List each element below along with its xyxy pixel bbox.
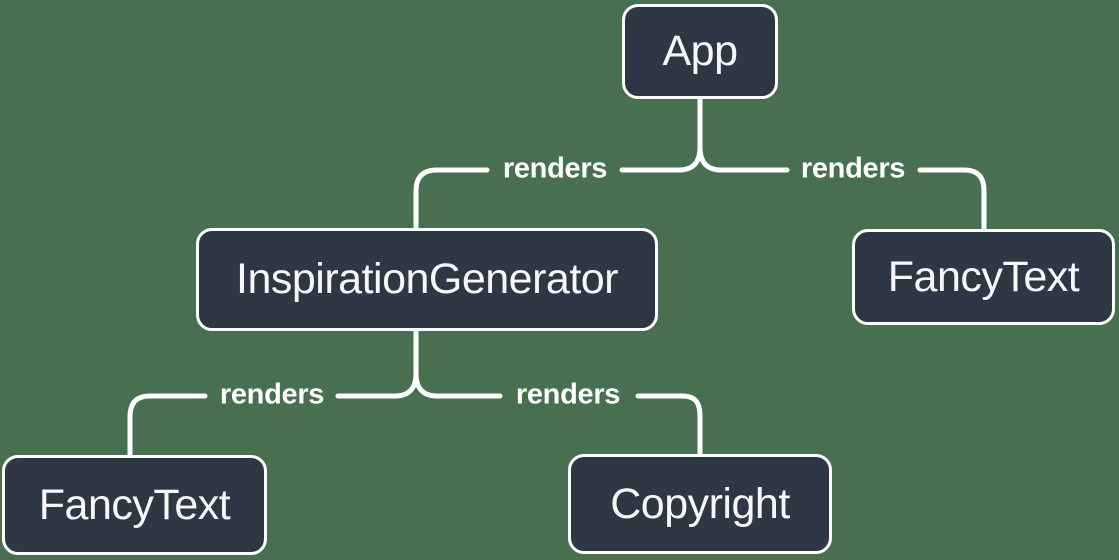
node-copyright: Copyright xyxy=(568,454,832,554)
node-fancytext-right: FancyText xyxy=(852,229,1115,325)
edge-label-inspirationgenerator-copyright: renders xyxy=(515,378,621,411)
node-inspirationgenerator-label: InspirationGenerator xyxy=(236,255,619,303)
node-fancytext-bottom-label: FancyText xyxy=(38,480,231,529)
node-copyright-label: Copyright xyxy=(610,479,790,528)
node-inspirationgenerator: InspirationGenerator xyxy=(196,228,658,331)
edge-label-app-fancytext: renders xyxy=(800,152,906,185)
node-app: App xyxy=(622,4,778,99)
edge-app-to-fancytext xyxy=(697,145,987,233)
node-app-label: App xyxy=(662,27,738,75)
node-fancytext-right-label: FancyText xyxy=(887,252,1080,301)
edge-label-app-inspirationgenerator: renders xyxy=(502,152,608,185)
edge-label-inspirationgenerator-fancytext: renders xyxy=(219,378,325,411)
edge-inspirationgenerator-to-copyright xyxy=(413,371,703,458)
node-fancytext-bottom: FancyText xyxy=(2,455,267,555)
